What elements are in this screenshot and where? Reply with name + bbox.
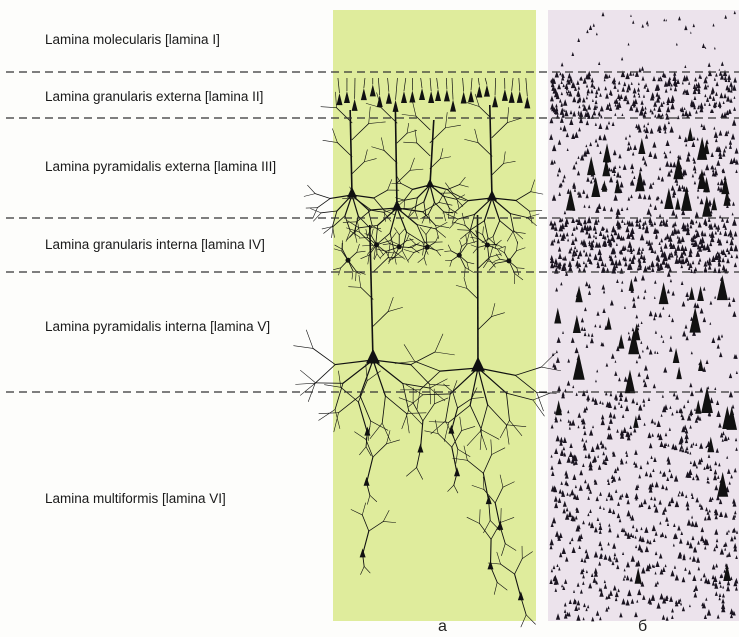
- golgi-stain-panel: [333, 10, 536, 621]
- panel-caption-a: а: [438, 619, 447, 635]
- panel-caption-b: б: [638, 619, 647, 635]
